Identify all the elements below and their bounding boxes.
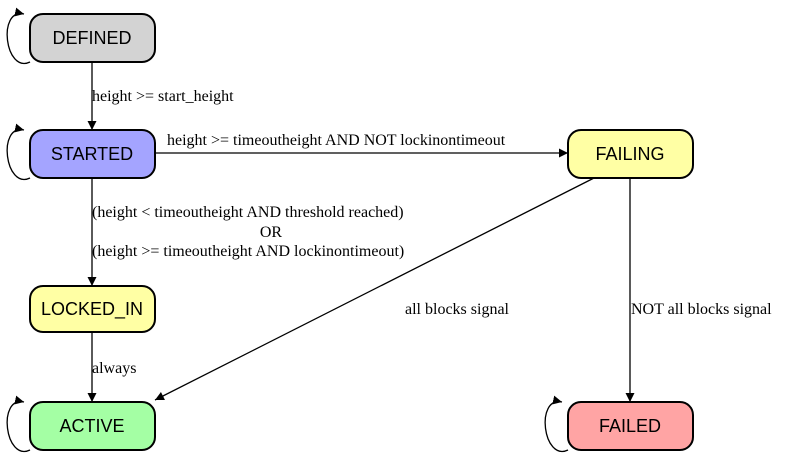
node-failed-label: FAILED bbox=[599, 416, 661, 436]
label-started-to-failing: height >= timeoutheight AND NOT lockinon… bbox=[167, 132, 506, 149]
label-started-to-locked-in-line1: (height < timeoutheight AND threshold re… bbox=[92, 204, 404, 221]
node-failing: FAILING bbox=[567, 129, 694, 179]
node-defined-label: DEFINED bbox=[52, 28, 131, 48]
defined-self-loop bbox=[6, 7, 31, 65]
node-started: STARTED bbox=[29, 129, 156, 179]
active-self-loop bbox=[6, 395, 31, 453]
label-locked-in-to-active: always bbox=[92, 360, 136, 377]
label-defined-to-started: height >= start_height bbox=[92, 88, 234, 105]
started-self-loop bbox=[6, 123, 31, 181]
label-failing-to-failed: NOT all blocks signal bbox=[631, 301, 772, 318]
node-failed: FAILED bbox=[567, 401, 694, 451]
node-locked-in: LOCKED_IN bbox=[29, 285, 156, 333]
node-locked-in-label: LOCKED_IN bbox=[41, 299, 143, 320]
node-defined: DEFINED bbox=[29, 13, 156, 63]
node-active-label: ACTIVE bbox=[59, 416, 124, 436]
label-started-to-locked-in-line3: (height >= timeoutheight AND lockinontim… bbox=[92, 243, 404, 260]
node-started-label: STARTED bbox=[51, 144, 133, 164]
label-failing-to-active: all blocks signal bbox=[405, 301, 510, 318]
failed-self-loop bbox=[544, 395, 569, 453]
label-started-to-locked-in-line2: OR bbox=[260, 224, 283, 241]
node-failing-label: FAILING bbox=[595, 144, 664, 164]
edge-failing-to-active bbox=[154, 177, 595, 401]
node-active: ACTIVE bbox=[29, 401, 156, 451]
